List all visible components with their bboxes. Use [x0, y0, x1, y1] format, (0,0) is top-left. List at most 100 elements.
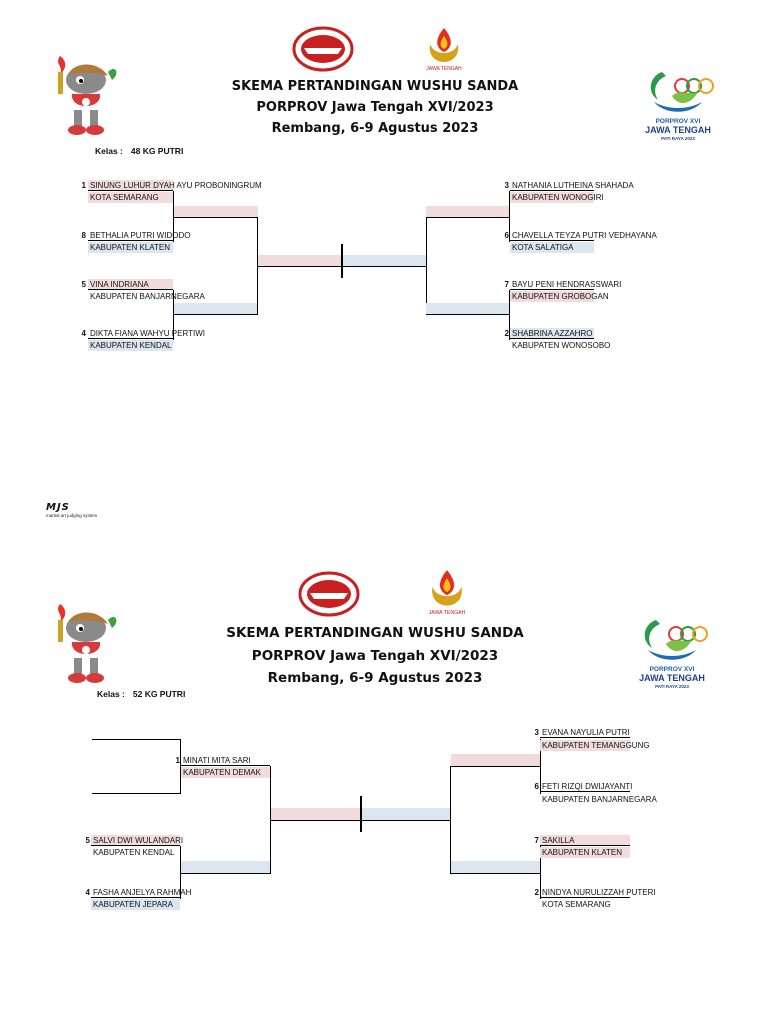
bracket-line: [343, 266, 427, 267]
athlete-name: VINA INDRIANA: [88, 279, 173, 290]
athlete-name: BETHALIA PUTRI WIDODO: [88, 231, 191, 241]
svg-text:JAWA TENGAH: JAWA TENGAH: [429, 610, 466, 616]
bracket-line: [92, 739, 180, 740]
bracket-line: [362, 820, 450, 821]
athlete-team: KABUPATEN KENDAL: [88, 340, 173, 351]
seed: 5: [81, 280, 86, 289]
porprov-line3: PATI RAYA 2023: [655, 684, 689, 689]
seed: 2: [534, 888, 539, 897]
seed: 3: [534, 728, 539, 737]
koni-torch-icon: JAWA TENGAH: [426, 28, 462, 72]
seed: 4: [81, 329, 86, 338]
mascot-icon: [58, 604, 117, 683]
bracket-line: [173, 290, 174, 340]
porprov-line2: JAWA TENGAH: [639, 673, 705, 683]
athlete-team: KABUPATEN KLATEN: [88, 242, 173, 253]
athlete-name: DIKTA FIANA WAHYU PERTIWI: [88, 329, 205, 339]
athlete-name: NINDYA NURULIZZAH PUTERI: [540, 888, 656, 898]
seed: 4: [85, 888, 90, 897]
bracket-line: [92, 793, 180, 794]
match-slot: [174, 206, 258, 217]
athlete-name: BAYU PENI HENDRASSWARI: [510, 280, 622, 290]
mjs-logo: MJS martial art judging system: [46, 503, 97, 519]
bracket-line: [450, 766, 451, 874]
athlete-name: CHAVELLA TEYZA PUTRI VEDHAYANA: [510, 231, 657, 241]
match-slot: [181, 861, 270, 873]
athlete-name: SHABRINA AZZAHRO: [510, 328, 594, 339]
bracket-line: [426, 217, 427, 315]
seed: 6: [534, 782, 539, 791]
seed: 8: [81, 231, 86, 240]
athlete-name: SINUNG LUHUR DYAH AYU PROBONINGRUM: [88, 180, 262, 191]
mjs-mark: MJS: [46, 502, 70, 513]
seed: 3: [504, 181, 509, 190]
svg-text:JAWA TENGAH: JAWA TENGAH: [426, 66, 462, 72]
match-slot: [174, 303, 258, 314]
bracket-line: [509, 191, 510, 242]
athlete-team: KABUPATEN WONOSOBO: [512, 341, 611, 350]
weight-class: Kelas :48 KG PUTRI: [95, 146, 184, 156]
porprov-line1: PORPROV XVI: [649, 666, 695, 673]
bracket-title: SKEMA PERTANDINGAN WUSHU SANDA PORPROV J…: [226, 625, 524, 686]
seed: 2: [504, 329, 509, 338]
bracket-line: [180, 846, 181, 899]
final-slot: [343, 255, 427, 266]
porprov-emblem-icon: [650, 72, 714, 112]
seed: 6: [504, 231, 509, 240]
match-slot: [426, 206, 510, 217]
seed: 1: [81, 181, 86, 190]
athlete-name: FETI RIZQI DWIJAYANTI: [540, 782, 633, 792]
porprov-line3: PATI RAYA 2023: [661, 136, 695, 141]
weight-class: Kelas :52 KG PUTRI: [97, 689, 186, 699]
koni-seal-icon: [298, 571, 360, 617]
athlete-team: KABUPATEN DEMAK: [181, 767, 270, 778]
athlete-team: KABUPATEN TEMANGGUNG: [540, 740, 650, 751]
bracket-line: [174, 217, 258, 218]
final-slot: [362, 808, 450, 820]
koni-torch-icon: JAWA TENGAH: [429, 570, 466, 616]
bracket-line: [540, 846, 541, 899]
final-divider: [360, 796, 362, 832]
bracket-line: [180, 739, 181, 794]
bracket-line: [426, 314, 510, 315]
porprov-logo: PORPROV XVI JAWA TENGAH PATI RAYA 2023: [626, 614, 718, 692]
athlete-team: KABUPATEN JEPARA: [91, 899, 180, 910]
bracket-line: [271, 820, 361, 821]
final-slot: [258, 255, 342, 266]
bracket-line: [258, 266, 342, 267]
bracket-title: SKEMA PERTANDINGAN WUSHU SANDA PORPROV J…: [231, 79, 519, 136]
bracket-line: [451, 766, 540, 767]
bracket-line: [270, 766, 271, 874]
bracket-line: [509, 290, 510, 340]
athlete-name: SALVI DWI WULANDARI: [91, 835, 184, 846]
athlete-name: FASHA ANJELYA RAHMAH: [91, 888, 192, 898]
athlete-team: KOTA SEMARANG: [88, 192, 173, 203]
seed: 7: [504, 280, 509, 289]
seed: 7: [534, 836, 539, 845]
athlete-team: KOTA SEMARANG: [542, 900, 611, 909]
mjs-caption: martial art judging system: [46, 513, 98, 518]
seed: 5: [85, 836, 90, 845]
bracket-line: [181, 873, 270, 874]
athlete-name: MINATI MITA SARI: [181, 755, 270, 766]
athlete-name: SAKILLA: [540, 835, 630, 846]
bracket-line: [173, 191, 174, 242]
final-divider: [341, 244, 343, 278]
athlete-team: KABUPATEN BANJARNEGARA: [542, 795, 657, 804]
athlete-team: KABUPATEN KLATEN: [540, 847, 630, 858]
porprov-logo: PORPROV XVI JAWA TENGAH PATI RAYA 2023: [632, 66, 724, 144]
final-slot: [271, 808, 361, 820]
match-slot: [426, 303, 510, 314]
porprov-emblem-icon: [644, 620, 708, 660]
match-slot: [451, 754, 540, 766]
koni-seal-icon: [292, 26, 354, 72]
athlete-team: KABUPATEN GROBOGAN: [510, 291, 609, 302]
bracket-line: [426, 217, 510, 218]
bracket-line: [540, 739, 541, 794]
bracket-line: [451, 873, 540, 874]
athlete-team: KABUPATEN KENDAL: [93, 848, 175, 857]
athlete-team: KABUPATEN WONOGIRI: [510, 192, 604, 203]
athlete-name: NATHANIA LUTHEINA SHAHADA: [510, 181, 634, 191]
match-slot: [451, 861, 540, 873]
porprov-line2: JAWA TENGAH: [645, 125, 711, 135]
